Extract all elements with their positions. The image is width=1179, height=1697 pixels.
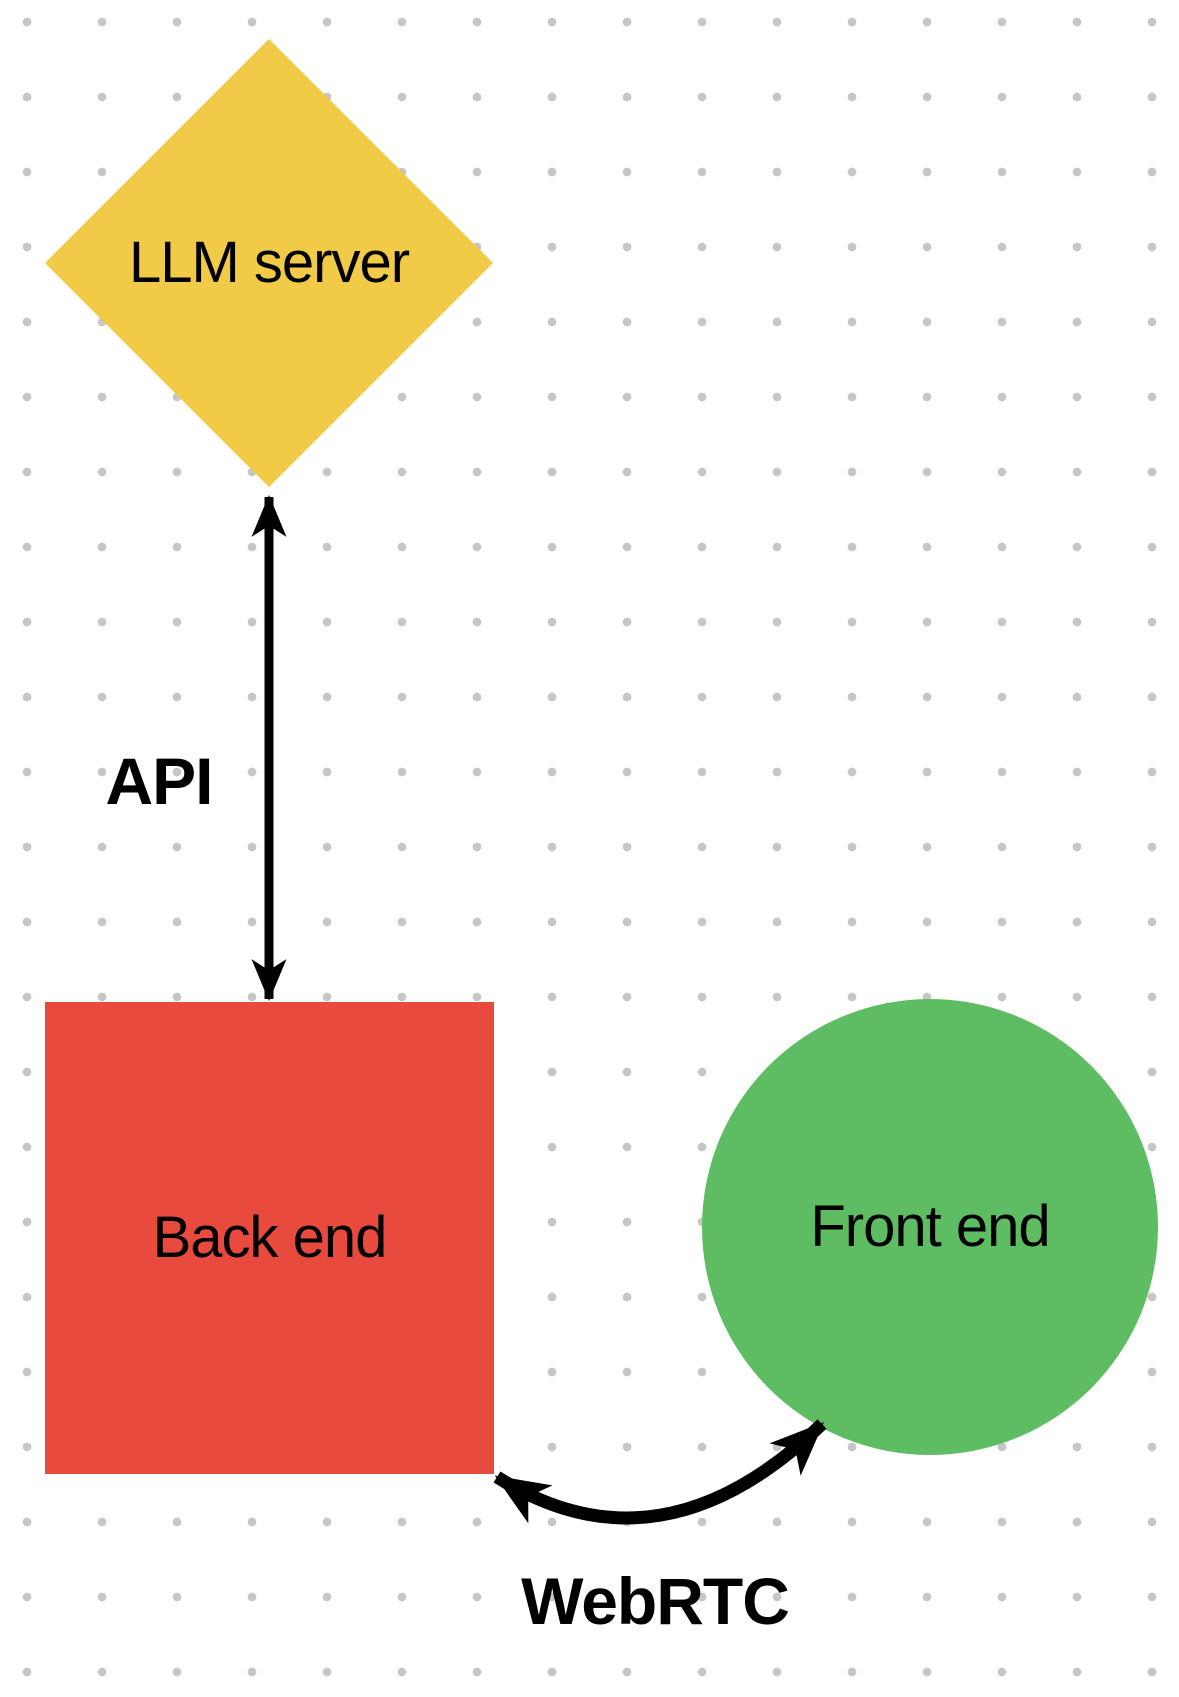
node-llm-server-label: LLM server: [128, 229, 410, 295]
node-back-end: Back end: [45, 1002, 494, 1474]
node-back-end-label: Back end: [152, 1204, 388, 1270]
edge-api-label: API: [105, 744, 213, 818]
edge-webrtc-double-arrow: [493, 1419, 827, 1525]
node-front-end-label: Front end: [810, 1193, 1050, 1259]
node-front-end: Front end: [702, 999, 1158, 1455]
edge-webrtc-label: WebRTC: [521, 1564, 790, 1638]
node-llm-server: LLM server: [45, 39, 493, 487]
